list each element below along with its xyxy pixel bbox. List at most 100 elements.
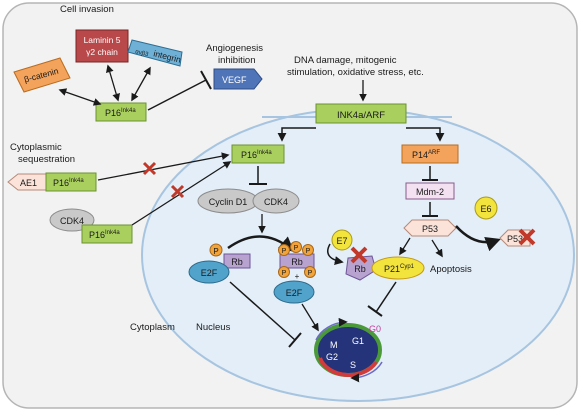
p16-betacatenin-arrow bbox=[58, 88, 102, 106]
ink4a-arf-label: INK4a/ARF bbox=[337, 110, 385, 121]
phosphate-c2-label: P bbox=[294, 245, 299, 252]
p16-cdk4-box bbox=[81, 224, 133, 244]
p21-label: P21Cyp1 bbox=[384, 264, 415, 274]
e2f-inhibition-bar bbox=[288, 332, 302, 348]
e2f-bound bbox=[188, 260, 230, 284]
p16-ae1-label: P16Ink4a bbox=[53, 178, 84, 188]
vegf-box bbox=[213, 68, 263, 90]
p53-degraded-x bbox=[518, 228, 536, 246]
angiogenesis-label-1: Angiogenesis bbox=[206, 43, 263, 54]
phosphate-c4-label: P bbox=[282, 270, 287, 277]
mdm2-box bbox=[405, 182, 455, 200]
p16-cdk4-label: P16Ink4a bbox=[89, 230, 120, 240]
rb-phospho-box bbox=[279, 253, 315, 269]
cell-cycle-s-arc bbox=[318, 357, 378, 377]
p16-integrin-arrow bbox=[131, 66, 151, 102]
rb-left-box bbox=[223, 253, 251, 269]
laminin-label-2: γ2 chain bbox=[86, 47, 118, 57]
cdk4-cytoplasm-label: CDK4 bbox=[60, 216, 84, 226]
p14-arf-box bbox=[401, 144, 459, 164]
ink4a-to-p16-arrow bbox=[277, 127, 316, 142]
apoptosis-label: Apoptosis bbox=[430, 264, 472, 275]
p53-apoptosis-arrow bbox=[431, 239, 443, 258]
cyto-sequestration-label-2: sequestration bbox=[18, 154, 75, 165]
p16-laminin-arrow bbox=[106, 64, 120, 102]
p16-vegf-inhibition bbox=[147, 79, 207, 111]
integrin-box bbox=[127, 39, 183, 67]
phosphate-c2 bbox=[290, 241, 302, 253]
p21-cycle-inhibition bbox=[375, 281, 397, 313]
e2f-free-label: E2F bbox=[286, 288, 303, 298]
ae1-block-x bbox=[142, 161, 157, 176]
mdm2-label: Mdm-2 bbox=[416, 187, 444, 197]
e7-oncoprotein bbox=[331, 229, 353, 251]
phosphate-left-label: P bbox=[213, 247, 218, 256]
beta-catenin-box bbox=[13, 57, 71, 93]
e2f-cycle-inhibition bbox=[229, 281, 296, 341]
rb-degraded-label: Rb bbox=[354, 264, 366, 274]
nucleus-label: Nucleus bbox=[196, 322, 231, 333]
phosphate-left bbox=[209, 243, 223, 257]
ink4a-arf-box bbox=[315, 103, 407, 124]
laminin-label-1: Laminin 5 bbox=[84, 35, 121, 45]
cyclin-d1-label: Cyclin D1 bbox=[209, 197, 248, 207]
dna-damage-label-1: DNA damage, mitogenic bbox=[294, 55, 397, 66]
phase-s: S bbox=[350, 360, 356, 370]
phosphate-c3 bbox=[302, 244, 314, 256]
p16-nuclear-box bbox=[231, 144, 285, 164]
rb-degraded-x bbox=[350, 246, 368, 264]
e7-rb-arrow bbox=[327, 243, 344, 265]
p53-p21-arrow bbox=[399, 237, 411, 256]
ae1-label: AE1 bbox=[20, 178, 37, 188]
integrin-sub-label: αvβ3 bbox=[135, 49, 150, 58]
phosphate-c1-label: P bbox=[282, 248, 287, 255]
p16-ae1-box bbox=[45, 172, 97, 192]
phase-g0: G0 bbox=[369, 324, 381, 334]
phase-g2: G2 bbox=[326, 352, 338, 362]
cell-cycle: M G2 G1 S G0 bbox=[314, 317, 383, 383]
angiogenesis-label-2: inhibition bbox=[218, 55, 256, 66]
e2f-free bbox=[273, 280, 315, 304]
phase-m: M bbox=[330, 340, 338, 350]
phase-g1: G1 bbox=[352, 336, 364, 346]
cdk4-nuclear bbox=[252, 188, 300, 214]
cdk4-block-x bbox=[170, 184, 185, 199]
e6-p53-degradation-arrow bbox=[455, 225, 501, 252]
e6-label: E6 bbox=[480, 204, 491, 214]
cytoplasm-label: Cytoplasm bbox=[130, 322, 175, 333]
phosphate-c1 bbox=[278, 244, 290, 256]
e7-label: E7 bbox=[336, 236, 347, 246]
rb-phospho-label: Rb bbox=[291, 257, 303, 267]
cyto-sequestration-label-1: Cytoplasmic bbox=[10, 142, 62, 153]
laminin-box bbox=[75, 29, 129, 63]
e2f-cycle-arrow bbox=[301, 303, 319, 332]
cycle-arrow-top bbox=[315, 317, 348, 341]
p53-degraded-label: P53 bbox=[507, 234, 523, 244]
cell-invasion-label: Cell invasion bbox=[60, 4, 114, 15]
ae1-sequestration-arrow bbox=[97, 152, 230, 181]
vegf-inhibition-bar bbox=[200, 70, 212, 90]
p21-inhibition-bar bbox=[367, 305, 383, 317]
phosphate-c5 bbox=[304, 266, 316, 278]
p16-cytoplasm-box bbox=[95, 102, 147, 122]
phosphate-c5-label: P bbox=[308, 270, 313, 277]
phosphate-c3-label: P bbox=[306, 248, 311, 255]
p53-box bbox=[403, 219, 457, 237]
e6-oncoprotein bbox=[474, 196, 498, 220]
cycle-arrow-bottom bbox=[350, 361, 383, 383]
p53-label: P53 bbox=[422, 224, 438, 234]
ink4a-to-p14-arrow bbox=[406, 127, 445, 142]
dna-damage-label-2: stimulation, oxidative stress, etc. bbox=[287, 67, 424, 78]
plus-sign: + bbox=[295, 272, 300, 281]
p14-arf-label: P14ARF bbox=[412, 150, 440, 160]
cdk4-nuclear-label: CDK4 bbox=[264, 197, 288, 207]
e2f-bound-label: E2F bbox=[201, 268, 218, 278]
p16-nuclear-label: P16Ink4a bbox=[241, 150, 272, 160]
p16-cytoplasm-label: P16Ink4a bbox=[105, 108, 136, 118]
vegf-label: VEGF bbox=[222, 75, 247, 85]
p21-box bbox=[371, 256, 425, 280]
rb-left-label: Rb bbox=[231, 257, 243, 267]
phosphate-c4 bbox=[278, 266, 290, 278]
